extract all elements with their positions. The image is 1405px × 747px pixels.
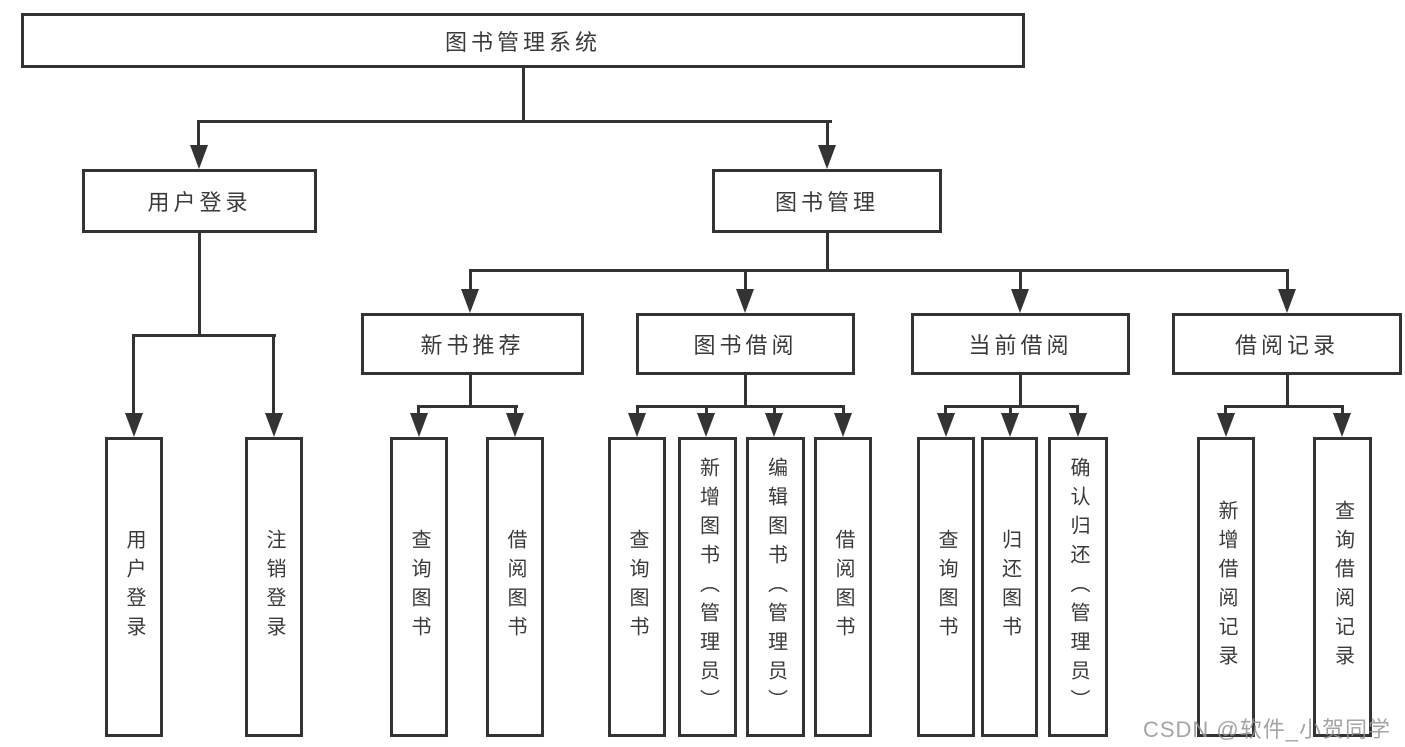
connector-leaf-arm: [636, 405, 639, 416]
connector-leaf-arm: [1076, 405, 1079, 416]
node-book-management-label: 图书管理: [774, 190, 879, 215]
node-current-borrowing: 当前借阅: [911, 313, 1130, 375]
arrowhead-icon: [834, 413, 852, 437]
arrowhead-icon: [697, 413, 715, 437]
leaf-borrow-books-recommend-label: 借阅图书: [504, 529, 526, 645]
connector-l3-arm: [1019, 269, 1022, 291]
connector-l3-arm: [744, 269, 747, 291]
connector-l3-stem: [469, 373, 472, 408]
connector-root-hline: [197, 120, 832, 123]
node-root: 图书管理系统: [21, 13, 1025, 68]
arrowhead-icon: [410, 413, 428, 437]
leaf-borrow-books-label: 借阅图书: [832, 529, 854, 645]
arrowhead-icon: [1069, 413, 1087, 437]
arrowhead-icon: [1217, 413, 1235, 437]
connector-user-login-hline: [132, 334, 276, 337]
leaf-query-books-current: 查询图书: [917, 437, 975, 737]
leaf-user-login: 用户登录: [105, 437, 163, 737]
connector-book-mgmt-hline: [469, 269, 1289, 272]
leaf-add-books-admin: 新增图书（管理员）: [678, 437, 737, 737]
node-user-login: 用户登录: [82, 169, 317, 233]
connector-leaf-arm: [1341, 405, 1344, 416]
leaf-edit-books-admin: 编辑图书（管理员）: [746, 437, 805, 737]
connector-split-hline: [417, 405, 518, 408]
arrowhead-icon: [1333, 413, 1351, 437]
arrowhead-icon: [1001, 413, 1019, 437]
arrowhead-icon: [937, 413, 955, 437]
connector-leaf-arm: [272, 334, 275, 415]
leaf-logout: 注销登录: [245, 437, 303, 737]
connector-leaf-arm: [773, 405, 776, 416]
leaf-confirm-return-admin: 确认归还（管理员）: [1048, 437, 1108, 737]
node-book-management: 图书管理: [712, 169, 942, 233]
node-root-label: 图书管理系统: [444, 29, 601, 55]
arrowhead-icon: [125, 413, 143, 437]
leaf-add-borrow-record-label: 新增借阅记录: [1215, 500, 1237, 674]
connector-book-mgmt-arm: [826, 120, 829, 148]
leaf-query-borrow-record: 查询借阅记录: [1313, 437, 1372, 737]
connector-l3-stem: [744, 373, 747, 408]
connector-l3-stem: [1019, 373, 1022, 408]
connector-book-mgmt-stem: [826, 233, 829, 272]
arrowhead-icon: [190, 145, 208, 169]
leaf-logout-label: 注销登录: [263, 529, 285, 645]
arrowhead-icon: [461, 289, 479, 313]
connector-split-hline: [636, 405, 845, 408]
leaf-edit-books-admin-label: 编辑图书（管理员）: [764, 456, 787, 718]
arrowhead-icon: [506, 413, 524, 437]
leaf-query-books-current-label: 查询图书: [935, 529, 957, 645]
connector-leaf-arm: [842, 405, 845, 416]
connector-leaf-arm: [514, 405, 517, 416]
node-current-borrowing-label: 当前借阅: [968, 333, 1073, 358]
leaf-user-login-label: 用户登录: [123, 529, 145, 645]
arrowhead-icon: [628, 413, 646, 437]
connector-l3-arm: [1286, 269, 1289, 291]
connector-leaf-arm: [132, 334, 135, 415]
connector-leaf-arm: [944, 405, 947, 416]
leaf-add-borrow-record: 新增借阅记录: [1197, 437, 1255, 737]
node-new-book-recommendation: 新书推荐: [361, 313, 584, 375]
leaf-query-books-borrowing: 查询图书: [608, 437, 666, 737]
arrowhead-icon: [1011, 289, 1029, 313]
leaf-add-books-admin-label: 新增图书（管理员）: [696, 456, 719, 718]
connector-leaf-arm: [1224, 405, 1227, 416]
arrowhead-icon: [1278, 289, 1296, 313]
connector-user-login-arm: [197, 120, 200, 148]
leaf-query-books-recommend: 查询图书: [390, 437, 448, 737]
connector-leaf-arm: [417, 405, 420, 416]
arrowhead-icon: [818, 145, 836, 169]
connector-split-hline: [1224, 405, 1344, 408]
connector-root-stem: [522, 68, 525, 123]
connector-user-login-stem: [198, 233, 201, 337]
arrowhead-icon: [765, 413, 783, 437]
node-borrowing-records: 借阅记录: [1172, 313, 1402, 375]
leaf-borrow-books-recommend: 借阅图书: [486, 437, 544, 737]
leaf-query-books-borrowing-label: 查询图书: [626, 529, 648, 645]
connector-leaf-arm: [1009, 405, 1012, 416]
leaf-query-borrow-record-label: 查询借阅记录: [1331, 500, 1354, 674]
leaf-return-books-label: 归还图书: [998, 529, 1021, 645]
node-new-book-recommendation-label: 新书推荐: [420, 333, 525, 358]
leaf-return-books: 归还图书: [981, 437, 1038, 737]
connector-leaf-arm: [705, 405, 708, 416]
node-borrowing-records-label: 借阅记录: [1234, 333, 1339, 358]
connector-l3-stem: [1286, 373, 1289, 408]
connector-l3-arm: [469, 269, 472, 291]
leaf-confirm-return-admin-label: 确认归还（管理员）: [1067, 456, 1089, 718]
leaf-borrow-books: 借阅图书: [814, 437, 872, 737]
leaf-query-books-recommend-label: 查询图书: [408, 529, 430, 645]
arrowhead-icon: [736, 289, 754, 313]
arrowhead-icon: [265, 413, 283, 437]
node-book-borrowing-label: 图书借阅: [693, 333, 798, 358]
watermark: CSDN @软件_小贺同学: [1142, 717, 1391, 742]
node-user-login-label: 用户登录: [147, 190, 252, 215]
node-book-borrowing: 图书借阅: [636, 313, 855, 375]
